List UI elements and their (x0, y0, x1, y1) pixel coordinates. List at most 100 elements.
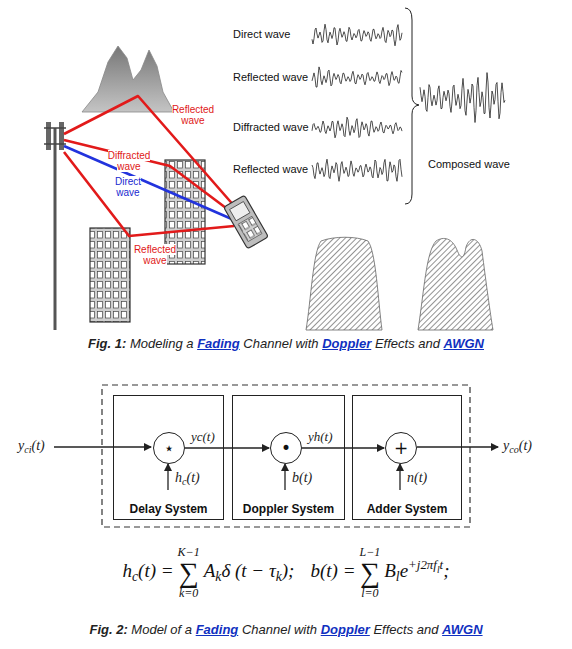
output-wire (417, 446, 498, 447)
waveforms (312, 24, 505, 181)
input-arrow (399, 464, 400, 490)
figure-caption: Fading (197, 336, 240, 351)
operator-circle: • (270, 432, 302, 464)
operator-symbol: • (281, 440, 291, 457)
building (90, 228, 130, 322)
equation: A (204, 560, 216, 581)
figure-caption: Doppler (321, 622, 370, 637)
signal-name-group: yco(t) (503, 438, 532, 455)
equation: e (400, 560, 408, 581)
signal-name: h (175, 470, 182, 485)
signal-name: y (503, 438, 509, 453)
signal-name-group: yci(t) (18, 438, 45, 455)
figure-caption: Model of a (131, 622, 192, 637)
figure-caption: Modeling a (130, 336, 194, 351)
radio-scene (0, 0, 572, 360)
signal-name-group: b(t) (292, 470, 312, 486)
sum-limit: l=0 (359, 587, 380, 599)
equation: b(t) = (310, 560, 355, 581)
signal-name-group: n(t) (407, 470, 427, 486)
base-station-tower (44, 122, 66, 330)
equation: h (123, 560, 133, 581)
mobile-phone (224, 195, 269, 249)
path-label: Reflected wave (134, 244, 176, 266)
block-title: Adder System (353, 502, 461, 516)
operator-symbol: ⋆ (164, 440, 175, 457)
signal-name-group: hc(t) (175, 470, 200, 487)
operator-circle: ⋆ (153, 432, 185, 464)
signal-name: yc(t) (191, 429, 215, 445)
input-arrow (284, 464, 285, 490)
path-label-group: Reflected wave (166, 104, 220, 126)
sum-limit: K−1 (178, 546, 200, 558)
wave-label-group: Reflected wave (233, 163, 308, 175)
signal-name: b(t) (292, 470, 312, 485)
equation: ; (443, 560, 449, 581)
figure-caption-group: Fig. 2: Model of a FadingChannel with Doppl… (0, 622, 572, 637)
figure-caption: Channel with (243, 336, 318, 351)
wave-label: Direct wave (233, 28, 290, 40)
figure-caption: Fading (196, 622, 239, 637)
figure-caption: Doppler (322, 336, 371, 351)
figure-caption-group: Fig. 1: Modeling aFadingChannel with Doppl… (0, 336, 572, 351)
figure-caption: Fig. 1: (88, 336, 126, 351)
wave-label-group: Direct wave (233, 28, 290, 40)
signal-name: n(t) (407, 470, 427, 485)
figure-caption: Fig. 2: (89, 622, 127, 637)
brace (405, 8, 419, 204)
sum-sign: ∑ (178, 558, 200, 587)
sum-limit: L−1 (359, 546, 380, 558)
wave-label-group: Composed wave (428, 158, 510, 170)
equation: k (276, 569, 282, 584)
signal-name: (t) (186, 470, 199, 485)
path-label: Diffracted wave (108, 150, 151, 172)
wave-label-group: Reflected wave (233, 71, 308, 83)
equation: t (440, 557, 444, 572)
figure-caption: AWGN (442, 622, 482, 637)
signal-name: (t) (32, 438, 45, 453)
wave-label-group: Diffracted wave (233, 121, 309, 133)
system-block: Doppler System • (232, 395, 345, 520)
path-label-group: Diffracted wave (104, 150, 154, 172)
equation-group: hc(t) =K−1∑k=0Akδ (t − τk);b(t) =L−1∑l=0… (0, 546, 572, 599)
wave-label: Reflected wave (233, 71, 308, 83)
equation: ); (282, 560, 295, 581)
figure-caption: Channel with (242, 622, 317, 637)
sum-sign: ∑ (359, 558, 380, 587)
figure-caption: Effects and (375, 336, 440, 351)
signal-name: yh(t) (308, 429, 333, 445)
sum-limit: k=0 (178, 587, 200, 599)
figure-caption: AWGN (444, 336, 484, 351)
wave-label: Reflected wave (233, 163, 308, 175)
operator-circle: + (385, 432, 417, 464)
input-arrow (167, 464, 168, 490)
figure-caption: Effects and (373, 622, 438, 637)
summation: L−1∑l=0 (359, 546, 380, 599)
equation: δ (t − τ (221, 560, 275, 581)
equation: l (437, 565, 440, 575)
signal-name: ci (24, 444, 31, 455)
block-title: Delay System (114, 502, 223, 516)
signal-name: y (18, 438, 24, 453)
equation: l (396, 569, 400, 584)
channel-boundary (102, 385, 470, 527)
signal-name: c (182, 476, 186, 487)
equation: c (132, 569, 138, 584)
operator-symbol: + (394, 440, 408, 457)
wave-label: Composed wave (428, 158, 510, 170)
path-label: Direct wave (115, 176, 141, 198)
system-block: Adder System + (352, 395, 462, 520)
faded-spectrum (418, 238, 493, 330)
equation: (t) = (138, 560, 174, 581)
signal-connector (302, 444, 385, 452)
wave-label: Diffracted wave (233, 121, 309, 133)
signal-name: co (509, 444, 519, 455)
block-title: Doppler System (233, 502, 344, 516)
equation: +j2πf (408, 557, 437, 572)
signal-name: (t) (519, 438, 532, 453)
flat-spectrum (306, 237, 382, 330)
propagation-paths (64, 96, 236, 236)
input-wire (54, 446, 151, 447)
